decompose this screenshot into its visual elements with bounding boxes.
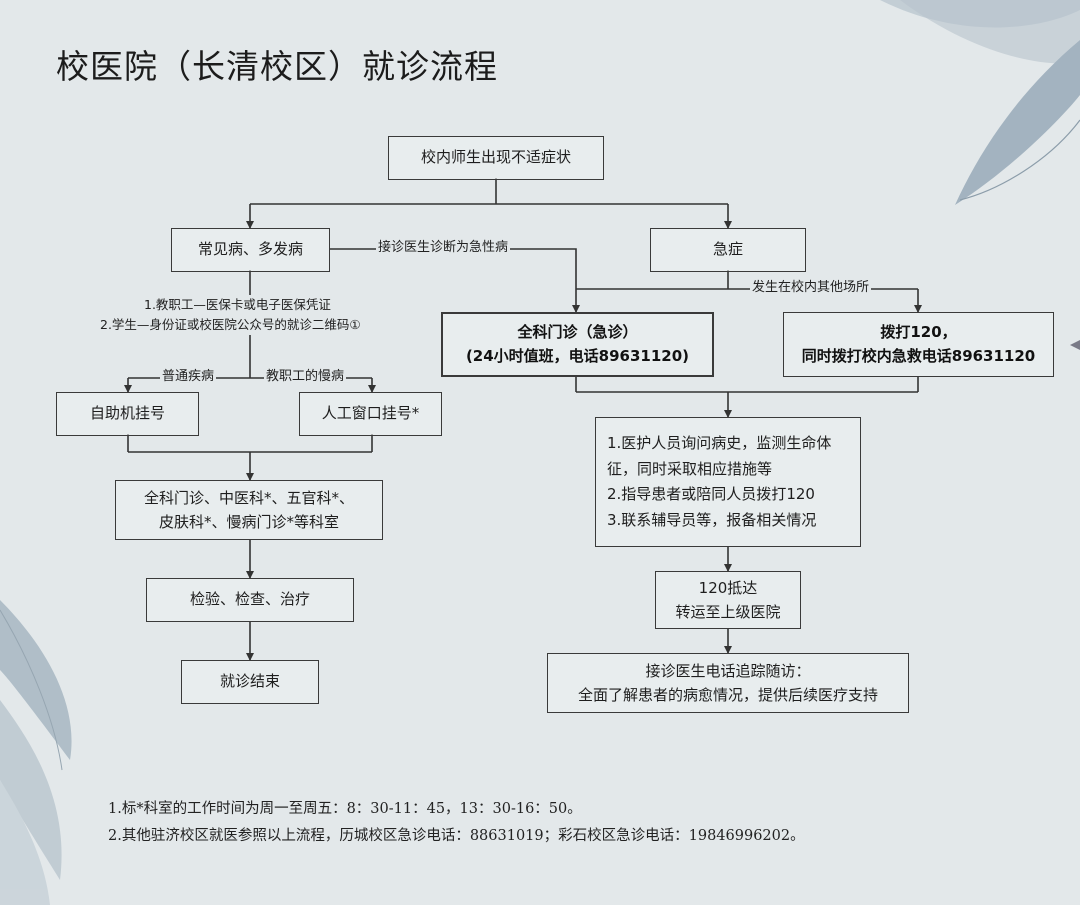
- departments-node: 全科门诊、中医科*、五官科*、 皮肤科*、慢病门诊*等科室: [115, 480, 383, 540]
- departments-line1: 全科门诊、中医科*、五官科*、: [143, 489, 354, 507]
- steps-line2: 征，同时采取相应措施等: [607, 459, 773, 478]
- self-registration-label: 自助机挂号: [89, 404, 165, 423]
- steps-line3: 2.指导患者或陪同人员拨打120: [607, 485, 815, 503]
- self-registration-node: 自助机挂号: [56, 392, 199, 436]
- edge-label-chronic: 教职工的慢病: [264, 369, 347, 386]
- registration-note-2: 2.学生—身份证或校医院公众号的就诊二维码①: [100, 317, 361, 332]
- emergency-clinic-line2: (24小时值班，电话89631120): [465, 346, 690, 365]
- common-illness-node: 常见病、多发病: [171, 228, 330, 272]
- window-registration-node: 人工窗口挂号*: [299, 392, 442, 436]
- departments-line2: 皮肤科*、慢病门诊*等科室: [158, 513, 339, 531]
- visit-end-label: 就诊结束: [219, 672, 280, 691]
- ambulance-arrival-node: 120抵达 转运至上级医院: [655, 571, 801, 629]
- call-120-line1: 拨打120，: [880, 323, 957, 342]
- footnote-2: 2.其他驻济校区就医参照以上流程，历城校区急诊电话：88631019；彩石校区急…: [108, 828, 805, 844]
- call-120-line2: 同时拨打校内急救电话89631120: [801, 346, 1036, 365]
- edge-label-diagnosed-urgent: 接诊医生诊断为急性病: [376, 240, 511, 257]
- registration-note-1: 1.教职工—医保卡或电子医保凭证: [144, 297, 331, 312]
- edge-label-elsewhere: 发生在校内其他场所: [750, 280, 872, 297]
- page-title: 校医院（长清校区）就诊流程: [56, 47, 498, 86]
- registration-notes: 1.教职工—医保卡或电子医保凭证 2.学生—身份证或校医院公众号的就诊二维码①: [100, 295, 361, 335]
- exam-node: 检验、检查、治疗: [146, 578, 354, 622]
- urgent-label: 急症: [712, 240, 743, 259]
- common-illness-label: 常见病、多发病: [197, 240, 303, 259]
- emergency-clinic-node: 全科门诊（急诊） (24小时值班，电话89631120): [441, 312, 714, 377]
- follow-up-line2: 全面了解患者的病愈情况，提供后续医疗支持: [577, 686, 878, 704]
- urgent-node: 急症: [650, 228, 806, 272]
- follow-up-line1: 接诊医生电话追踪随访：: [645, 662, 811, 680]
- visit-end-node: 就诊结束: [181, 660, 319, 704]
- footnote-1: 1.标*科室的工作时间为周一至周五：8：30-11：45，13：30-16：50…: [108, 801, 582, 817]
- start-label: 校内师生出现不适症状: [420, 148, 571, 167]
- call-120-node: 拨打120， 同时拨打校内急救电话89631120: [783, 312, 1054, 377]
- follow-up-node: 接诊医生电话追踪随访： 全面了解患者的病愈情况，提供后续医疗支持: [547, 653, 909, 713]
- window-registration-label: 人工窗口挂号*: [321, 404, 420, 423]
- steps-line1: 1.医护人员询问病史，监测生命体: [607, 434, 832, 452]
- steps-line4: 3.联系辅导员等，报备相关情况: [607, 510, 817, 529]
- arrival-line1: 120抵达: [698, 579, 758, 597]
- edge-label-ordinary: 普通疾病: [160, 369, 217, 386]
- arrival-line2: 转运至上级医院: [675, 603, 781, 621]
- start-node: 校内师生出现不适症状: [388, 136, 604, 180]
- emergency-clinic-line1: 全科门诊（急诊）: [517, 323, 638, 342]
- exam-label: 检验、检查、治疗: [189, 590, 310, 609]
- emergency-steps-node: 1.医护人员询问病史，监测生命体 征，同时采取相应措施等 2.指导患者或陪同人员…: [595, 417, 861, 547]
